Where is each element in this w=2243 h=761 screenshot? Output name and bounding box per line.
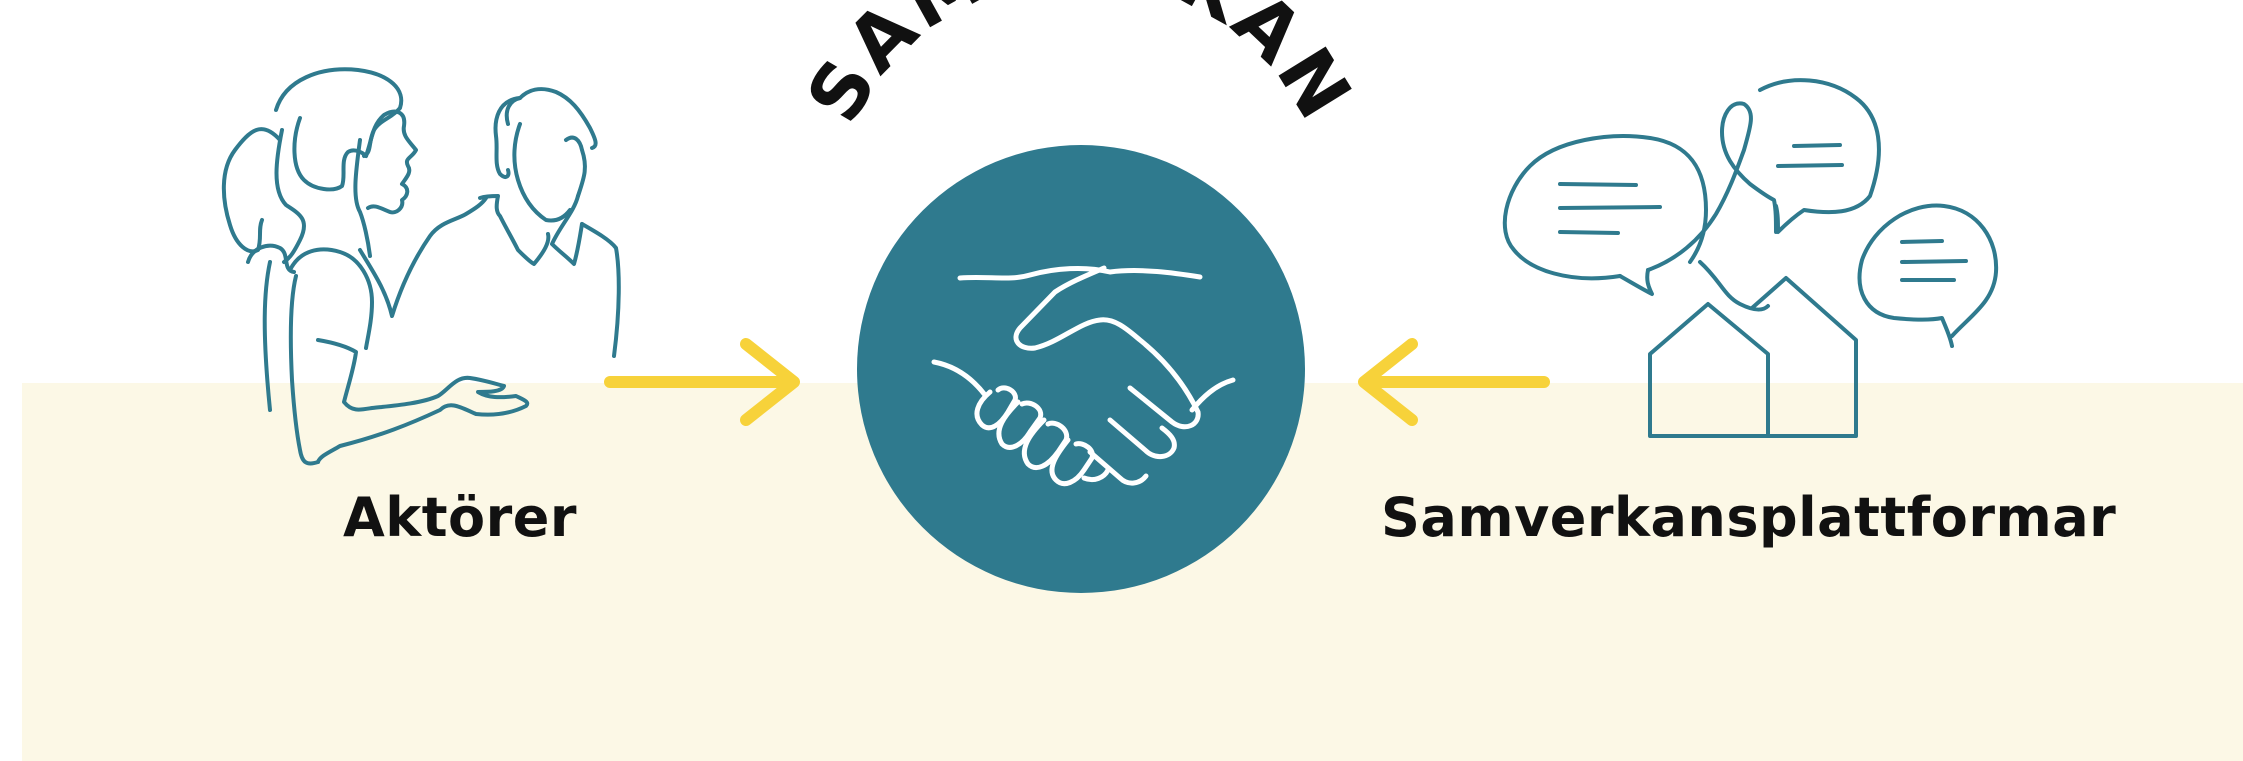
- houses-speech-bubbles-icon: [1502, 78, 1999, 438]
- people-talking-icon: [221, 67, 621, 466]
- handshake-node: [857, 145, 1305, 593]
- node-label-aktorer: Aktörer: [343, 486, 578, 549]
- node-label-samverkansplattformar: Samverkansplattformar: [1381, 486, 2117, 549]
- center-circle: [857, 145, 1305, 593]
- handshake-icon: [931, 265, 1236, 487]
- arrow-left-to-center: [604, 338, 800, 426]
- arrow-right-to-center: [1358, 338, 1550, 426]
- diagram-title: SAMVERKAN: [789, 0, 1371, 137]
